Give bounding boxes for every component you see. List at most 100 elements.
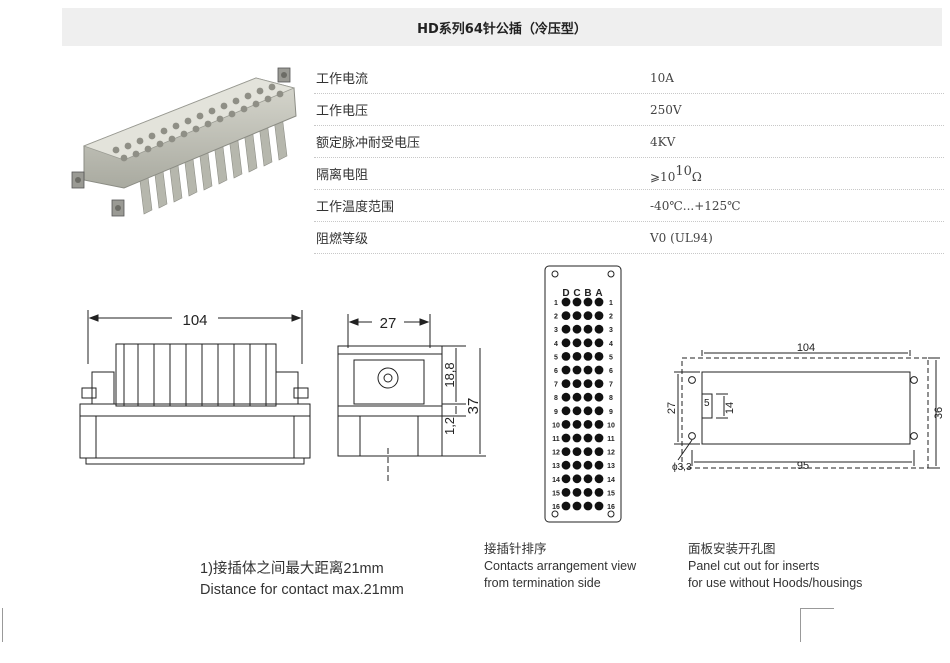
spec-row: 隔离电阻 ⩾1010Ω xyxy=(314,158,944,190)
spec-label: 隔离电阻 xyxy=(316,168,369,183)
contact-pin xyxy=(561,501,571,511)
contact-pin xyxy=(572,297,582,307)
pin-row-label: 8 xyxy=(554,395,558,402)
contact-pin xyxy=(594,433,604,443)
end-height-total-dim: 37 xyxy=(465,398,482,415)
contact-pin xyxy=(572,420,582,429)
panel-caption: 面板安装开孔图 Panel cut out for inserts for us… xyxy=(688,541,862,592)
contact-pin xyxy=(572,338,582,348)
contact-pin xyxy=(572,501,582,511)
contact-pin xyxy=(561,447,571,456)
contact-pin xyxy=(572,365,582,375)
cut-outer-height-dim: 36 xyxy=(933,407,944,419)
pin-row-label: 3 xyxy=(554,327,558,334)
contact-pin xyxy=(583,501,593,511)
panel-caption-en2: for use without Hoods/housings xyxy=(688,576,863,590)
pin-row-label: 6 xyxy=(554,368,558,375)
cut-small-dim: 5 xyxy=(704,398,710,409)
contact-pin xyxy=(572,460,582,470)
crop-mark-left xyxy=(2,608,3,642)
panel-cutout-drawing: 104 36 27 14 5 ϕ3,3 95 xyxy=(666,342,944,473)
contact-pin xyxy=(583,392,593,402)
spec-value-insulation: ⩾1010Ω xyxy=(650,164,702,184)
contact-pin xyxy=(572,352,582,361)
crop-mark-right-vertical xyxy=(800,608,801,642)
contact-pin xyxy=(561,352,571,361)
contact-pin xyxy=(583,379,593,388)
contact-pin xyxy=(583,474,593,484)
value-prefix: ⩾10 xyxy=(650,169,676,184)
pin-row-label: 2 xyxy=(554,314,558,321)
contact-pin xyxy=(594,447,604,456)
contact-pin xyxy=(583,338,593,348)
cut-inner-height-dim: 27 xyxy=(666,402,678,414)
cut-width-dim: 104 xyxy=(797,342,815,354)
contacts-caption-en1: Contacts arrangement view xyxy=(484,559,637,573)
pin-row-label: 12 xyxy=(607,450,615,457)
contact-pin xyxy=(594,352,604,361)
spec-label: 额定脉冲耐受电压 xyxy=(316,136,421,151)
pin-row-label: 4 xyxy=(554,341,558,348)
pin-row-label: 15 xyxy=(607,490,615,497)
spec-value: 10A xyxy=(650,70,674,85)
contact-pin xyxy=(594,324,604,334)
pin-row-label: 13 xyxy=(552,463,560,470)
distance-caption: 1)接插体之间最大距离21mm Distance for contact max… xyxy=(200,559,404,601)
product-title: HD系列64针公插（冷压型） xyxy=(62,8,942,46)
pin-column-label: B xyxy=(584,288,591,299)
spec-row: 工作电压 250V xyxy=(314,94,944,126)
contact-pin xyxy=(594,365,604,375)
pin-row-label: 10 xyxy=(607,422,615,429)
pin-row-label: 4 xyxy=(609,341,613,348)
contact-pin xyxy=(583,406,593,416)
contact-pin xyxy=(583,447,593,456)
pin-row-label: 9 xyxy=(554,409,558,416)
contact-pin xyxy=(594,338,604,348)
spec-row: 额定脉冲耐受电压 4KV xyxy=(314,126,944,158)
contact-pin xyxy=(561,460,571,470)
panel-caption-en1: Panel cut out for inserts xyxy=(688,559,820,573)
contact-pin xyxy=(572,311,582,320)
pin-row-label: 6 xyxy=(609,368,613,375)
contact-pin xyxy=(594,311,604,320)
side-view-drawing: 104 xyxy=(79,310,311,465)
pin-row-label: 5 xyxy=(609,354,613,361)
contact-pin xyxy=(561,433,571,443)
contact-pin xyxy=(594,501,604,511)
spec-value: V0 (UL94) xyxy=(650,230,713,245)
contact-pin xyxy=(561,297,571,307)
pin-row-label: 7 xyxy=(609,382,613,389)
pin-row-label: 13 xyxy=(607,463,615,470)
contact-pin xyxy=(572,392,582,402)
contact-pin xyxy=(561,406,571,416)
spec-row: 工作电流 10A xyxy=(314,62,944,94)
pin-row-label: 12 xyxy=(552,450,560,457)
pin-row-label: 1 xyxy=(609,300,613,307)
spec-table: 工作电流 10A 工作电压 250V 额定脉冲耐受电压 4KV 隔离电阻 ⩾10… xyxy=(314,62,944,254)
spec-value: 250V xyxy=(650,102,682,117)
pin-row-label: 2 xyxy=(609,314,613,321)
pin-row-label: 14 xyxy=(552,477,560,484)
end-view-drawing: 27 18,8 1,2 37 xyxy=(337,314,486,484)
spec-label: 阻燃等级 xyxy=(316,232,369,247)
distance-caption-cn: 1)接插体之间最大距离21mm xyxy=(200,561,384,577)
pin-row-label: 11 xyxy=(552,436,560,443)
pin-row-label: 11 xyxy=(607,436,615,443)
contact-pin xyxy=(594,297,604,307)
pin-row-label: 10 xyxy=(552,422,560,429)
contact-pin xyxy=(594,420,604,429)
contact-pin xyxy=(561,311,571,320)
connector-photo xyxy=(71,67,297,217)
contact-pin xyxy=(594,460,604,470)
contact-pin xyxy=(583,311,593,320)
contact-pin xyxy=(583,488,593,497)
pin-row-label: 16 xyxy=(552,504,560,511)
contact-pin xyxy=(583,420,593,429)
contact-pin xyxy=(583,460,593,470)
pin-column-label: A xyxy=(595,288,602,299)
contacts-caption-cn: 接插针排序 xyxy=(484,542,547,556)
pin-column-label: D xyxy=(562,288,569,299)
pin-row-label: 14 xyxy=(607,477,615,484)
end-width-dim: 27 xyxy=(380,315,397,332)
